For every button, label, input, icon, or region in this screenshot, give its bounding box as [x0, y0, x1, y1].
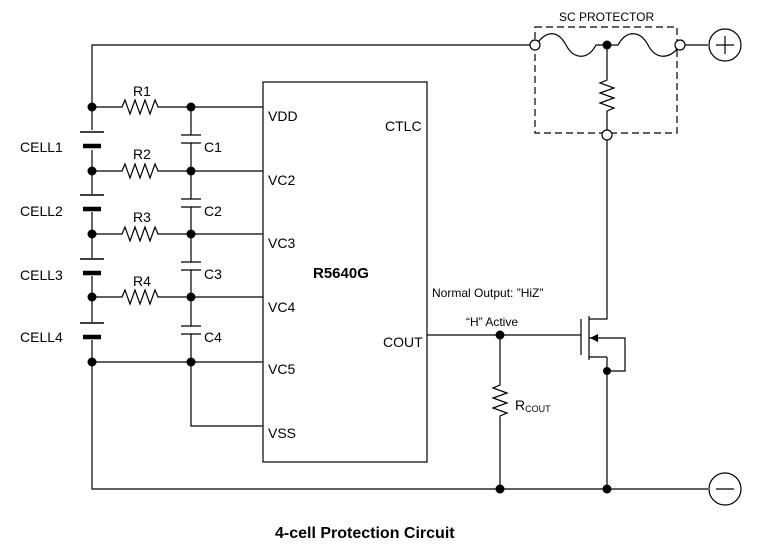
cell-1-symbol [80, 131, 104, 149]
junction-dots [87, 40, 612, 494]
cell-3-symbol [80, 258, 104, 276]
resistor-rcout [491, 335, 509, 489]
pin-vc5: VC5 [268, 361, 295, 377]
cell-3-label: CELL3 [20, 267, 63, 283]
normal-output-label: Normal Output: ”HiZ” [432, 286, 543, 300]
resistor-r2 [92, 162, 263, 180]
c4-label: C4 [204, 329, 222, 345]
pin-ctlc: CTLC [385, 118, 422, 134]
c1-label: C1 [204, 139, 222, 155]
r1-label: R1 [133, 83, 151, 99]
capacitor-c3 [181, 234, 201, 297]
sc-protector-terminals [529, 39, 686, 141]
resistor-r4 [92, 288, 263, 306]
wire-fet-drain [597, 140, 608, 320]
resistor-r3 [92, 225, 263, 243]
diagram-title: 4-cell Protection Circuit [275, 525, 455, 542]
cell-4-label: CELL4 [20, 329, 63, 345]
sc-protector-heater [598, 45, 616, 134]
r4-label: R4 [133, 273, 151, 289]
sc-protector-label: SC PROTECTOR [559, 10, 654, 24]
cell-2-symbol [80, 194, 104, 212]
pin-vc4: VC4 [268, 299, 295, 315]
pin-vc2: VC2 [268, 172, 295, 188]
ic-body [262, 81, 428, 463]
rcout-label: RCOUT [515, 397, 551, 414]
c2-label: C2 [204, 203, 222, 219]
capacitor-c4 [181, 297, 263, 427]
capacitor-c2 [181, 171, 201, 234]
negative-terminal [708, 472, 742, 506]
pin-cout: COUT [383, 334, 423, 350]
positive-terminal [708, 28, 742, 62]
cell-4-symbol [80, 322, 104, 340]
c3-label: C3 [204, 266, 222, 282]
active-label: “H” Active [466, 315, 518, 329]
pin-vc3: VC3 [268, 235, 295, 251]
r2-label: R2 [133, 146, 151, 162]
capacitor-c1 [181, 107, 201, 171]
wire-top-positive [91, 44, 530, 106]
pin-vdd: VDD [268, 108, 298, 124]
r3-label: R3 [133, 209, 151, 225]
cell-1-label: CELL1 [20, 139, 63, 155]
cell-2-label: CELL2 [20, 203, 63, 219]
ic-name: R5640G [313, 265, 369, 282]
fet-symbol [580, 316, 626, 489]
pin-vss: VSS [268, 425, 296, 441]
resistor-r1 [92, 98, 263, 116]
